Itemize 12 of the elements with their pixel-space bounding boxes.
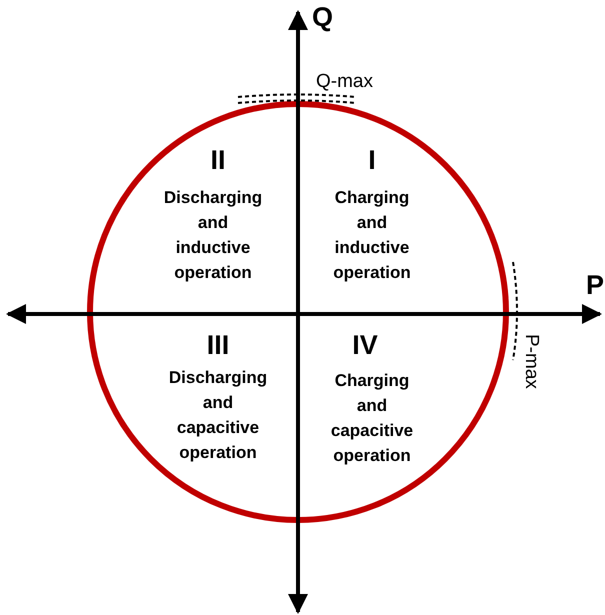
quadrant-number: I [368,145,376,176]
axis-label: Q [312,2,334,34]
quadrant-number: II [210,145,226,176]
quadrant-description: Discharging and capacitive operation [168,367,268,464]
limit-label: Q-max [316,71,373,93]
axis-label: P [586,270,604,302]
quadrant-description: Charging and capacitive operation [330,370,414,467]
limit-label: P-max [520,334,542,389]
quadrant-number: IV [352,330,378,362]
quadrant-description: Charging and inductive operation [333,187,411,284]
quadrant-description: Discharging and inductive operation [164,187,262,284]
quadrant-number: III [206,330,230,362]
